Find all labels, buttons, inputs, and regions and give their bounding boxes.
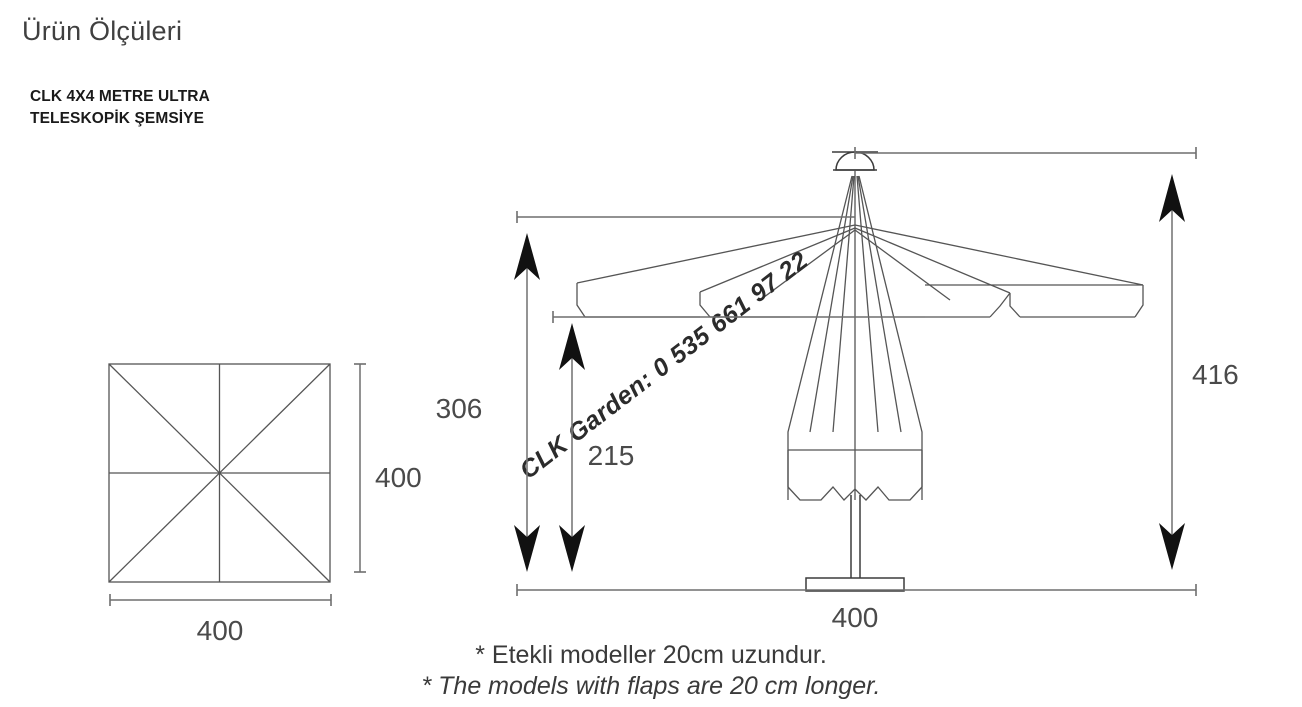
product-name-line-2: TELESKOPİK ŞEMSİYE [30,110,205,128]
watermark: CLK Garden: 0 535 661 97 22 [515,246,814,485]
plan-width-label: 400 [197,615,244,646]
canopy-right-tip-edge [1134,285,1144,318]
canopy-right-rib-1 [854,227,1011,294]
plan-height-label: 400 [375,462,422,493]
dim-306-arrowhead-up [514,233,540,280]
open-height-extension-top [516,211,855,223]
fold-edge-left-outer [787,175,853,500]
closed-height-extension-top [552,311,925,323]
open-height-label: 306 [436,393,483,424]
total-height-label: 416 [1192,359,1239,390]
canopy-left-tip-edge [576,283,586,318]
product-name: CLK 4X4 METRE ULTRA TELESKOPİK ŞEMSİYE [30,86,330,131]
canopy-right-top-edge [854,224,1144,286]
base-width-label: 400 [832,602,879,633]
fold-edge-left-mid [832,175,855,433]
page-title: Ürün Ölçüleri [22,16,183,46]
dim-416-arrowhead-down [1159,523,1185,570]
plan-diagonal-tr-bl [108,363,331,583]
base-width-dimension: 400 [516,584,1197,633]
canopy-left-rib-2 [759,229,856,301]
watermark-text: CLK Garden: 0 535 661 97 22 [515,246,814,485]
finial-dome-icon [835,151,875,171]
closed-valance-scallop [787,486,923,501]
plan-width-dimension: 400 [109,594,332,646]
fold-edge-right-outer [858,175,923,500]
dim-306-arrowhead-down [514,525,540,572]
canopy-right-rib-2 [854,229,951,301]
open-height-dimension: 306 [436,233,540,572]
plan-height-dimension: 400 [354,363,422,573]
canopy-left-seam-notch [699,292,711,318]
canopy-right-seam-notch-b [989,292,1011,318]
fold-edge-right-mid [856,175,879,433]
closed-height-label: 215 [588,440,635,471]
fold-edge-right-inner [857,175,902,433]
product-name-line-1: CLK 4X4 METRE ULTRA [30,88,210,105]
dim-215-arrowhead-down [559,525,585,572]
fold-edge-left-inner [809,175,854,433]
total-height-extension-top [854,147,1197,159]
canopy-right-seam-notch-a [1009,293,1021,318]
dim-215-arrowhead-up [559,323,585,370]
square-plan-view [108,363,331,583]
total-height-dimension: 416 [1159,174,1239,570]
caption-english: * The models with flaps are 20 cm longer… [421,672,881,700]
canopy-left-top-edge [576,224,856,284]
caption-turkish: * Etekli modeller 20cm uzundur. [475,641,827,669]
dim-416-arrowhead-up [1159,174,1185,222]
closed-height-dimension: 215 [559,323,634,572]
canopy-left-rib-1 [699,227,856,293]
base-plate [805,577,905,592]
